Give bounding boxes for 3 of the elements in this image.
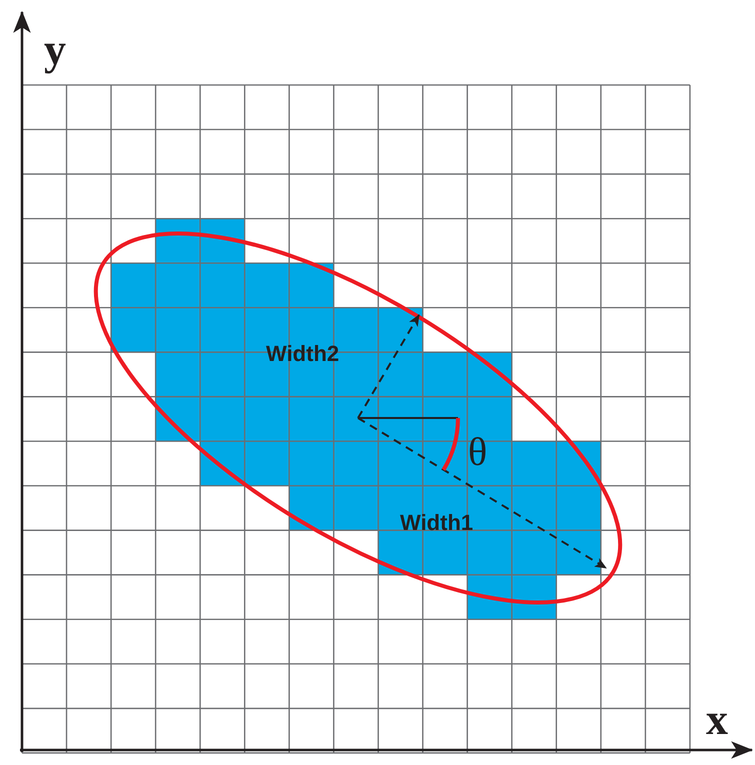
axis-label: y <box>44 28 66 72</box>
angle-label: θ <box>468 432 488 472</box>
axis-label: x <box>706 698 728 742</box>
